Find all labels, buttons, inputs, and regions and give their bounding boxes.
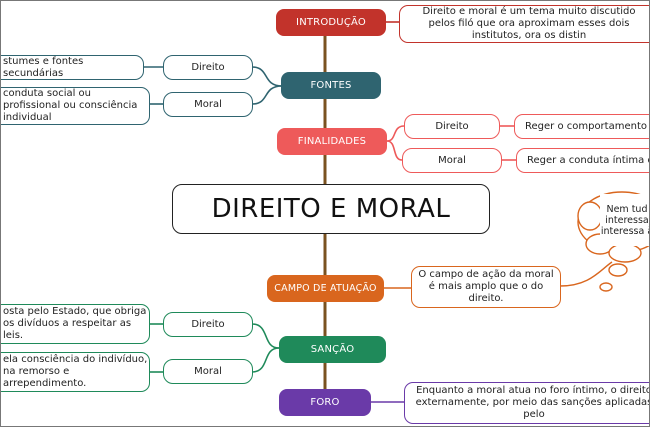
foro-node[interactable]: FORO: [279, 389, 371, 416]
campo-cloud-text: Nem tud interessa interessa à: [600, 203, 650, 237]
sancao-label: SANÇÃO: [310, 343, 355, 355]
fontes-direito-text: stumes e fontes secundárias: [3, 55, 84, 79]
sancao-direito-connector: [251, 323, 280, 349]
sancao-moral-connector: [251, 347, 280, 373]
fontes-moral-node[interactable]: Moral: [163, 92, 253, 117]
finalidades-direito-node[interactable]: Direito: [404, 114, 500, 139]
finalidades-moral-node[interactable]: Moral: [402, 148, 502, 173]
fontes-direito-label: Direito: [191, 61, 225, 73]
sancao-direito-label: Direito: [191, 318, 225, 330]
introducao-text: Direito e moral é um tema muito discutid…: [422, 6, 636, 41]
finalidades-moral-text-box: Reger a conduta íntima do: [516, 148, 650, 173]
introducao-text-box: Direito e moral é um tema muito discutid…: [399, 5, 650, 43]
central-topic[interactable]: DIREITO E MORAL: [172, 184, 490, 234]
fontes-direito-node[interactable]: Direito: [163, 55, 253, 80]
finalidades-direito-text: Reger o comportamento do: [525, 120, 650, 132]
campo-cloud-text-box: Nem tud interessa interessa à: [598, 200, 650, 240]
foro-label: FORO: [310, 396, 340, 408]
central-topic-title: DIREITO E MORAL: [211, 194, 451, 224]
campo-text-box: O campo de ação da moral é mais amplo qu…: [411, 266, 561, 308]
finalidades-direito-text-box: Reger o comportamento do: [514, 114, 650, 139]
finalidades-moral-connector: [386, 140, 403, 161]
fontes-moral-text-box: conduta social ou profissional ou consci…: [0, 87, 150, 125]
finalidades-moral-label: Moral: [438, 154, 466, 166]
fontes-moral-label: Moral: [194, 98, 222, 110]
finalidades-moral-text: Reger a conduta íntima do: [527, 154, 650, 166]
sancao-direito-node[interactable]: Direito: [163, 312, 253, 337]
campo-cloud-connector: [559, 261, 613, 287]
foro-text-box: Enquanto a moral atua no foro íntimo, o …: [404, 382, 650, 424]
finalidades-direito-connector: [386, 125, 405, 142]
fontes-moral-connector: [251, 85, 283, 105]
fontes-moral-text: conduta social ou profissional ou consci…: [3, 88, 138, 123]
introducao-label: INTRODUÇÃO: [296, 16, 366, 28]
introducao-node[interactable]: INTRODUÇÃO: [276, 9, 386, 36]
fontes-direito-connector: [251, 66, 283, 87]
campo-node[interactable]: CAMPO DE ATUAÇÃO: [267, 275, 384, 302]
sancao-moral-text-box: ela consciência do indivíduo, na remorso…: [0, 352, 150, 392]
finalidades-label: FINALIDADES: [297, 135, 367, 147]
sancao-node[interactable]: SANÇÃO: [279, 336, 386, 363]
campo-text: O campo de ação da moral é mais amplo qu…: [418, 269, 554, 304]
fontes-direito-text-box: stumes e fontes secundárias: [0, 55, 144, 80]
sancao-moral-label: Moral: [194, 365, 222, 377]
sancao-direito-text: osta pelo Estado, que obriga os divíduos…: [3, 306, 147, 341]
campo-label: CAMPO DE ATUAÇÃO: [274, 282, 377, 294]
sancao-direito-text-box: osta pelo Estado, que obriga os divíduos…: [0, 304, 150, 344]
fontes-node[interactable]: FONTES: [281, 72, 381, 99]
sancao-moral-node[interactable]: Moral: [163, 359, 253, 384]
fontes-label: FONTES: [310, 79, 352, 91]
sancao-moral-text: ela consciência do indivíduo, na remorso…: [3, 354, 148, 389]
foro-text: Enquanto a moral atua no foro íntimo, o …: [415, 385, 650, 420]
finalidades-node[interactable]: FINALIDADES: [277, 128, 387, 155]
finalidades-direito-label: Direito: [435, 120, 469, 132]
